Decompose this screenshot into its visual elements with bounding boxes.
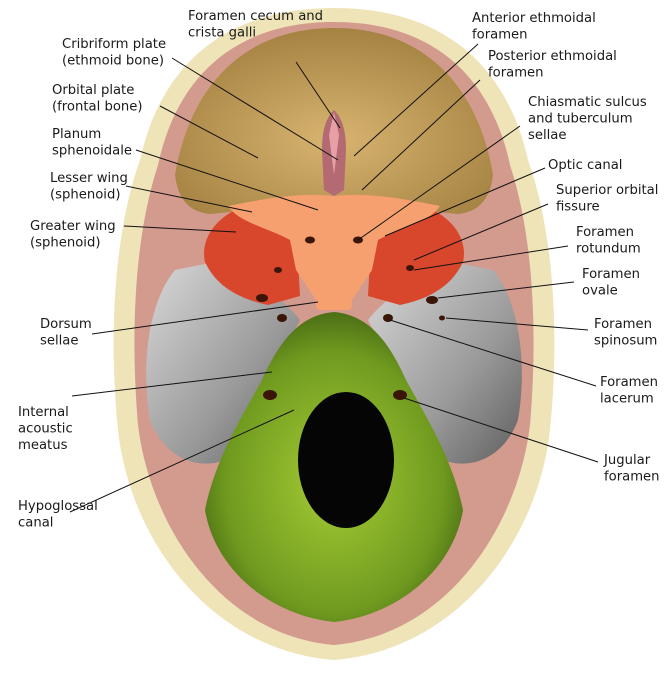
label-line: Superior orbital — [556, 183, 658, 198]
leader-foramen-cecum — [295, 61, 341, 129]
leader-dorsum-sellae — [91, 301, 319, 335]
label-line: acoustic — [18, 422, 73, 437]
leader-orbital-plate — [159, 105, 259, 159]
leader-foramen-spinosum — [445, 317, 589, 331]
label-line: Hypoglossal — [18, 499, 98, 514]
foramen-magnum — [298, 392, 394, 528]
label-line: fissure — [556, 200, 600, 215]
label-line: Chiasmatic sulcus — [528, 95, 647, 110]
leader-foramen-ovale — [437, 281, 575, 299]
label-line: spinosum — [594, 334, 657, 349]
label-line: Optic canal — [548, 158, 622, 173]
jugular-foramen-left — [263, 390, 277, 400]
label-line: foramen — [472, 28, 528, 43]
leader-lesser-wing — [125, 185, 253, 213]
label-line: crista galli — [188, 26, 256, 41]
label-line: Anterior ethmoidal — [472, 11, 596, 26]
leader-foramen-rotundum — [413, 245, 569, 271]
leader-lines — [69, 43, 599, 513]
label-line: Orbital plate — [52, 83, 134, 98]
foramen-lacerum-left — [277, 314, 287, 322]
sphenoid-lesser-wings-body — [228, 194, 440, 300]
label-line: ovale — [582, 284, 618, 299]
foramen-ovale-left — [256, 294, 268, 302]
optic-canal-left — [305, 236, 315, 244]
leader-cribriform — [171, 57, 339, 161]
foramen-rotundum-left — [274, 267, 282, 273]
leader-anterior-ethmoidal — [353, 43, 479, 157]
leader-superior-orbital — [413, 203, 549, 261]
label-line: Jugular — [603, 453, 651, 468]
leader-foramen-lacerum — [389, 319, 597, 387]
label-planum: Planum sphenoidale — [52, 127, 132, 159]
label-line: Lesser wing — [50, 171, 128, 186]
leader-optic-canal — [384, 167, 546, 237]
label-line: Planum — [52, 127, 101, 142]
label-line: (frontal bone) — [52, 100, 143, 115]
dorsum-sellae — [316, 296, 352, 310]
label-cribriform: Cribriform plate (ethmoid bone) — [62, 37, 166, 69]
label-line: sellae — [40, 334, 79, 349]
leader-hypoglossal — [69, 409, 295, 513]
label-line: sellae — [528, 128, 567, 143]
label-hypoglossal: Hypoglossal canal — [18, 499, 98, 531]
label-superior-orbital: Superior orbital fissure — [556, 183, 658, 215]
temporal-bone-right — [368, 262, 522, 464]
label-line: sphenoidale — [52, 144, 132, 159]
leader-internal-acoustic — [71, 371, 273, 397]
label-line: Posterior ethmoidal — [488, 49, 617, 64]
leader-greater-wing — [123, 225, 237, 233]
label-line: Greater wing — [30, 219, 116, 234]
label-posterior-ethmoidal: Posterior ethmoidal foramen — [488, 49, 617, 81]
label-line: Internal — [18, 405, 69, 420]
temporal-bone-left — [146, 262, 300, 464]
label-layer: Foramen cecum and crista galli Anterior et… — [18, 9, 660, 531]
label-line: (sphenoid) — [30, 236, 100, 251]
leader-chiasmatic — [357, 125, 521, 241]
label-line: Foramen — [576, 225, 634, 240]
label-line: (ethmoid bone) — [62, 54, 164, 69]
label-foramen-ovale: Foramen ovale — [582, 267, 640, 299]
label-foramen-rotundum: Foramen rotundum — [576, 225, 641, 257]
label-line: meatus — [18, 438, 68, 453]
label-dorsum-sellae: Dorsum sellae — [40, 317, 92, 349]
label-line: foramen — [488, 66, 544, 81]
label-line: and tuberculum — [528, 112, 633, 127]
label-line: Dorsum — [40, 317, 92, 332]
label-line: lacerum — [600, 392, 654, 407]
jugular-foramen-right — [393, 390, 407, 400]
label-optic-canal: Optic canal — [548, 158, 622, 173]
leader-planum — [135, 149, 319, 211]
label-line: (sphenoid) — [50, 188, 120, 203]
label-greater-wing: Greater wing (sphenoid) — [30, 219, 116, 251]
leader-posterior-ethmoidal — [361, 79, 481, 191]
crista-galli — [329, 112, 339, 175]
foramen-rotundum-right — [406, 265, 414, 271]
label-foramen-cecum: Foramen cecum and crista galli — [188, 9, 323, 41]
leader-jugular-foramen — [403, 397, 599, 463]
foramen-spinosum-right — [439, 315, 445, 321]
label-foramen-lacerum: Foramen lacerum — [600, 375, 658, 407]
label-line: Foramen — [600, 375, 658, 390]
label-line: canal — [18, 516, 53, 531]
label-line: foramen — [604, 470, 660, 485]
label-line: Foramen — [582, 267, 640, 282]
label-orbital-plate: Orbital plate (frontal bone) — [52, 83, 143, 115]
label-line: rotundum — [576, 242, 641, 257]
label-foramen-spinosum: Foramen spinosum — [594, 317, 657, 349]
label-line: Cribriform plate — [62, 37, 166, 52]
label-line: Foramen cecum and — [188, 9, 323, 24]
label-anterior-ethmoidal: Anterior ethmoidal foramen — [472, 11, 596, 43]
label-jugular-foramen: Jugular foramen — [603, 453, 660, 485]
label-lesser-wing: Lesser wing (sphenoid) — [50, 171, 128, 203]
label-line: Foramen — [594, 317, 652, 332]
foramen-ovale-right — [426, 296, 438, 304]
